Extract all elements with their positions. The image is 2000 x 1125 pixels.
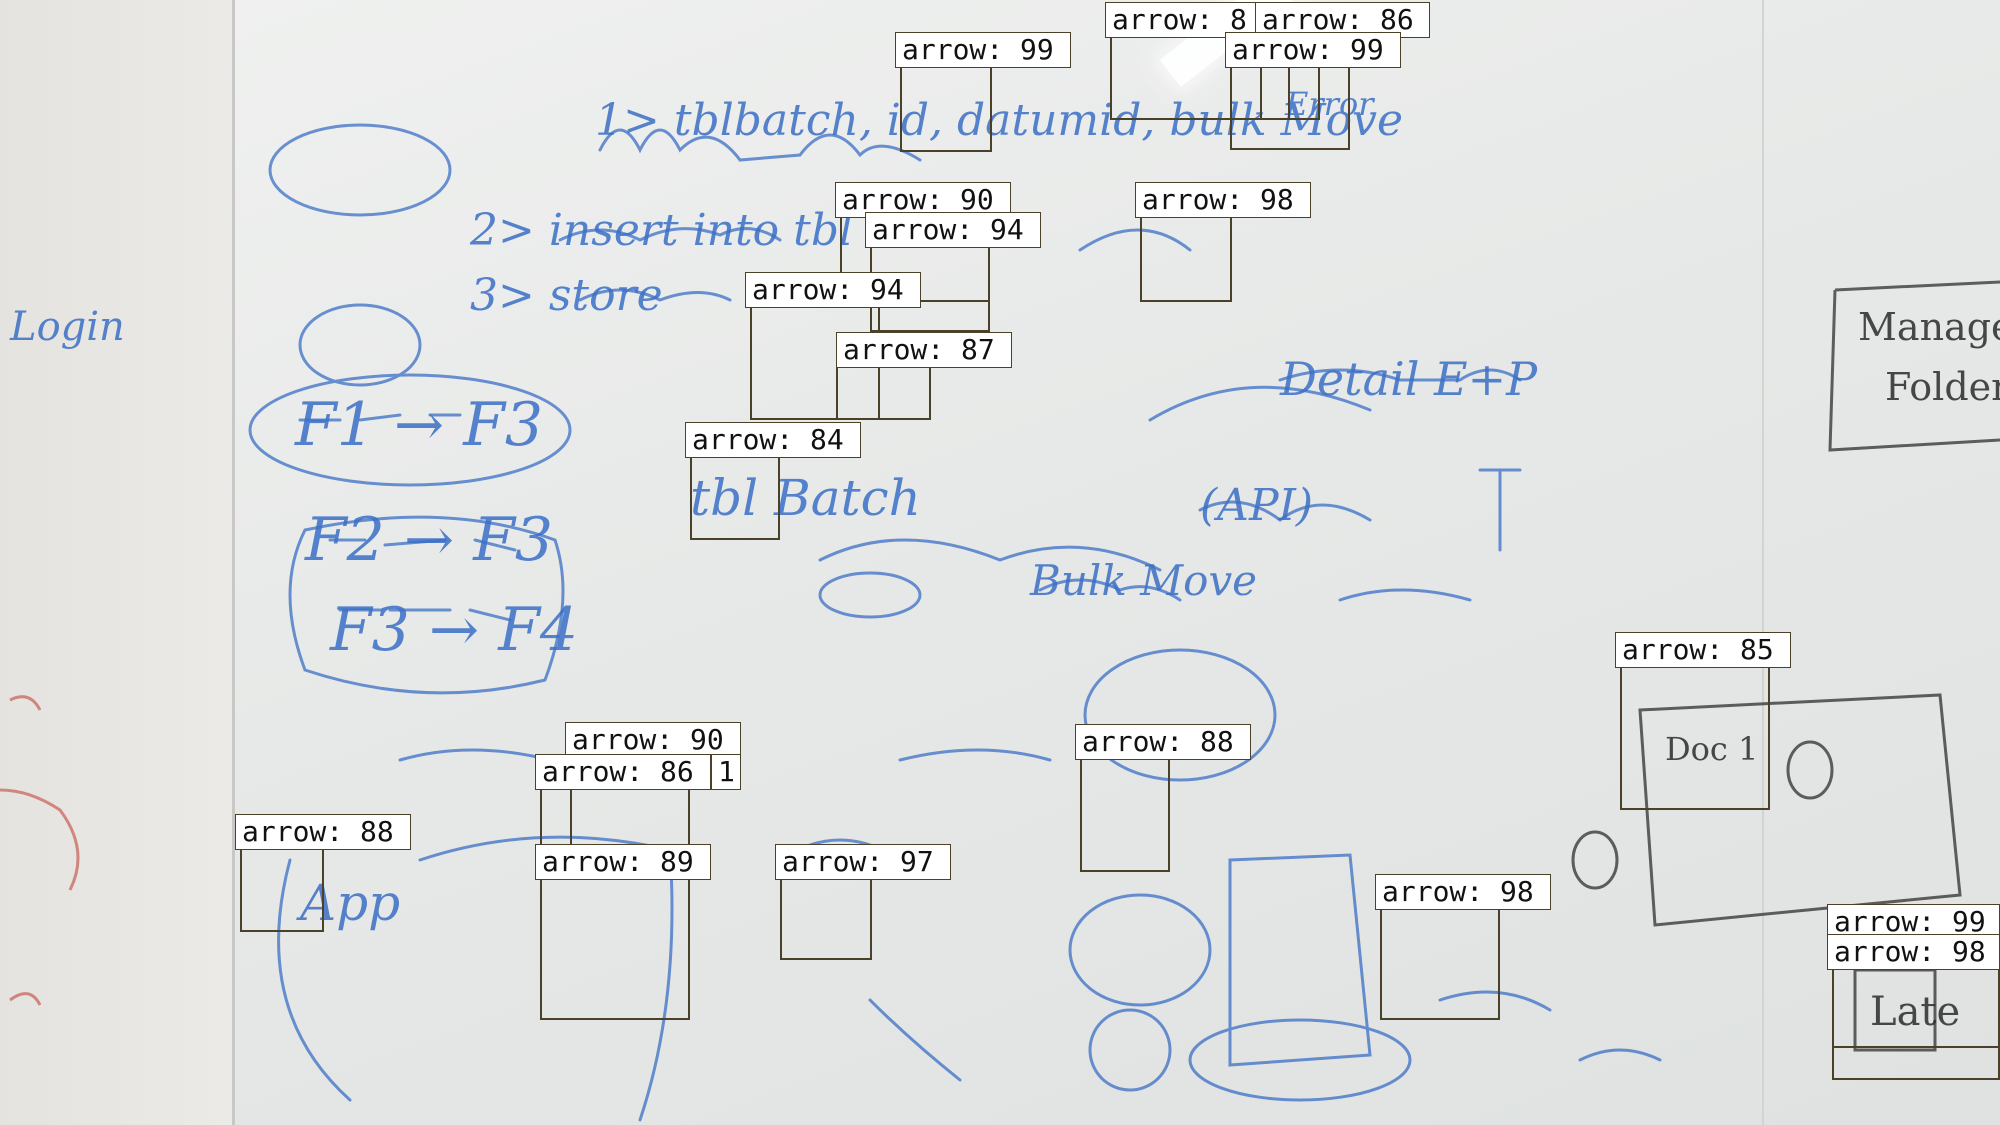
- error-text: Error: [1284, 85, 1375, 123]
- right-panel-edge: [1762, 0, 1764, 1125]
- doc-text: Doc 1: [1665, 730, 1758, 768]
- detection-box: [1620, 662, 1770, 810]
- detection-label: arrow: 99: [895, 32, 1071, 68]
- late-text: Late: [1870, 989, 1960, 1035]
- manage-text: Manage: [1858, 305, 2000, 349]
- flow1-text: F1 → F3: [294, 390, 543, 460]
- flow3-text: F3 → F4: [329, 595, 578, 665]
- detection-box: [780, 876, 872, 960]
- detection-label: arrow: 90: [835, 182, 1011, 218]
- detection-box: [1230, 62, 1350, 150]
- step3-text: 3> store: [470, 270, 663, 321]
- detection-label: arrow: 99: [1225, 32, 1401, 68]
- detection-label: arrow: 87: [836, 332, 1012, 368]
- detection-box: [1140, 212, 1232, 302]
- step2-text: 2> insert into tbl: [469, 205, 853, 256]
- detection-label: arrow: 98: [1135, 182, 1311, 218]
- detection-box: [900, 62, 992, 152]
- detail-text: Detail E+P: [1279, 352, 1538, 406]
- detection-box: [690, 452, 780, 540]
- detection-label: 1: [711, 754, 741, 790]
- board-edge: [232, 0, 235, 1125]
- api-text: (API): [1200, 480, 1313, 531]
- bulk-move-text: Bulk Move: [1029, 556, 1257, 605]
- detection-box: [836, 362, 931, 420]
- detection-label: arrow: 89: [535, 844, 711, 880]
- left-panel: [0, 0, 232, 1125]
- login-text: Login: [9, 304, 125, 350]
- detection-box: [1380, 904, 1500, 1020]
- detection-label: arrow: 90: [565, 722, 741, 758]
- detection-label: arrow: 88: [1075, 724, 1251, 760]
- detection-label: arrow: 88: [235, 814, 411, 850]
- folders-text: Folders: [1885, 365, 2000, 409]
- step1-text: 1> tblbatch, id, datumid, bulk Move: [595, 95, 1403, 146]
- detection-box: [1832, 966, 2000, 1080]
- detection-label: arrow: 97: [775, 844, 951, 880]
- detection-label: arrow: 98: [1827, 934, 2000, 970]
- detection-box: [240, 846, 324, 932]
- detection-label: arrow: 85: [1615, 632, 1791, 668]
- detection-label: arrow: 94: [745, 272, 921, 308]
- detection-box: [540, 876, 690, 1020]
- detection-label: arrow: 94: [865, 212, 1041, 248]
- app-text: App: [296, 874, 400, 932]
- detection-label: arrow: 98: [1375, 874, 1551, 910]
- detection-label: arrow: 84: [685, 422, 861, 458]
- flow2-text: F2 → F3: [304, 505, 553, 575]
- tbl-batch-text: tbl Batch: [690, 469, 921, 527]
- detection-label: arrow: 8: [1105, 2, 1257, 38]
- detection-box: [1080, 756, 1170, 872]
- detection-label: arrow: 86: [535, 754, 711, 790]
